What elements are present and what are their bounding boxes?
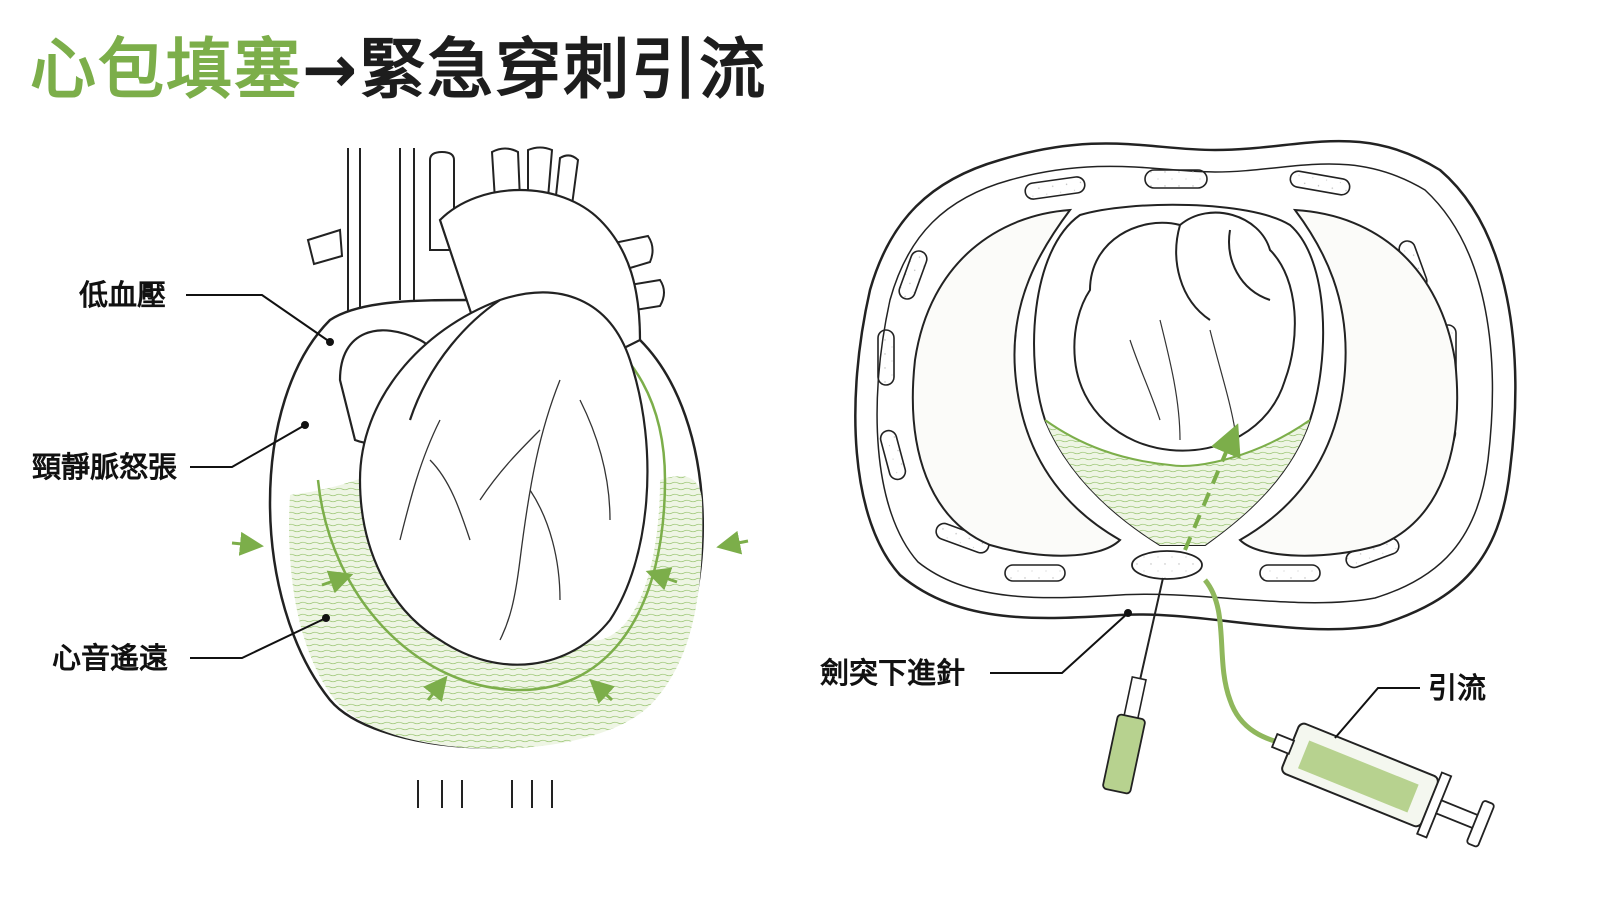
compression-arrows xyxy=(231,530,749,704)
pericardiocentesis-needle xyxy=(1102,577,1164,795)
page-title: 心包填塞→緊急穿刺引流 xyxy=(30,22,767,118)
title-condition: 心包填塞 xyxy=(30,31,302,108)
left-lung xyxy=(911,208,1122,557)
coronary-vessels xyxy=(399,379,611,641)
label-muffled-heart-sounds: 心音遙遠 xyxy=(52,641,169,675)
right-cross-section xyxy=(854,139,1517,848)
heart xyxy=(338,188,649,666)
label-subxiphoid-approach: 劍突下進針 xyxy=(820,656,966,690)
drainage-tube xyxy=(1203,578,1291,748)
left-heart-illustration xyxy=(186,146,749,808)
right-leader-lines xyxy=(990,609,1420,739)
cross-section-heart xyxy=(1073,211,1296,452)
left-leader-lines xyxy=(186,294,334,659)
cross-section-vessels xyxy=(1129,319,1236,441)
label-drainage: 引流 xyxy=(1428,671,1487,705)
label-jugular-venous-distension: 頸靜脈怒張 xyxy=(32,450,178,484)
ribs xyxy=(877,169,1457,582)
label-hypotension: 低血壓 xyxy=(79,278,167,312)
title-arrow: → xyxy=(302,31,360,108)
sternum xyxy=(1131,550,1203,580)
title-treatment: 緊急穿刺引流 xyxy=(359,31,768,108)
drainage-syringe xyxy=(1270,722,1495,848)
inner-pericardium-line xyxy=(316,328,667,692)
needle-trajectory-arrow xyxy=(1183,423,1241,551)
right-lung xyxy=(1238,208,1459,557)
